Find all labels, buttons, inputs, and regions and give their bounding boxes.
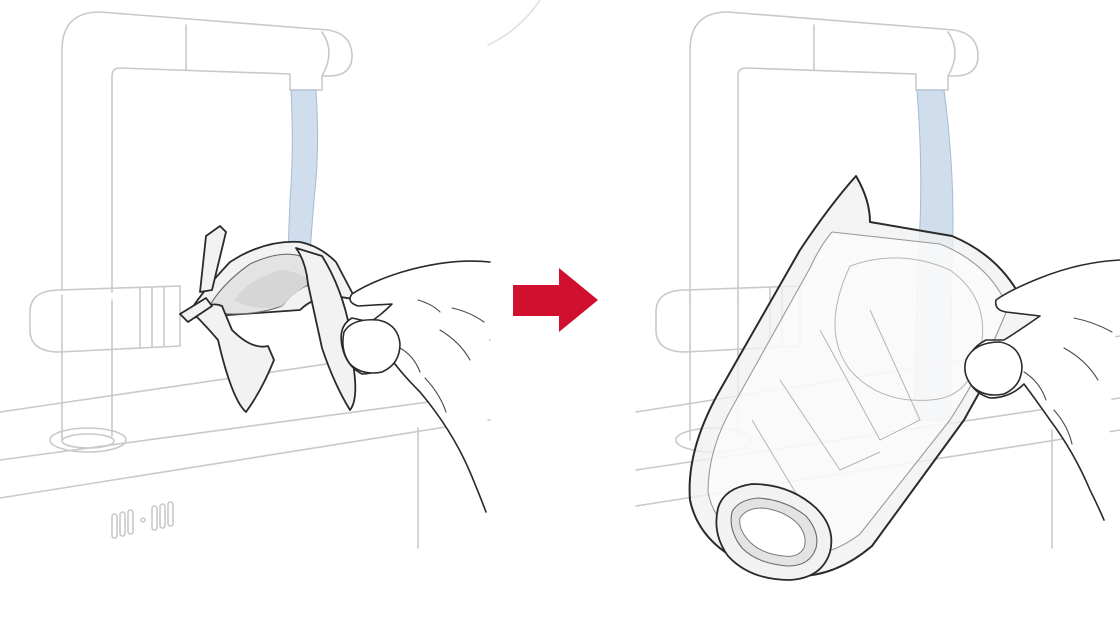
water-spreader-part [179, 225, 357, 413]
step-1-panel [0, 0, 541, 549]
drain-slots [111, 501, 174, 539]
background-curve [487, 0, 541, 46]
water-stream [287, 89, 319, 253]
hand-holding-tank [964, 259, 1120, 521]
hand-holding-spreader [340, 260, 491, 513]
step-2-panel [635, 11, 1120, 581]
next-step-arrow [513, 268, 598, 332]
water-tank [688, 175, 1057, 581]
faucet [29, 11, 353, 453]
